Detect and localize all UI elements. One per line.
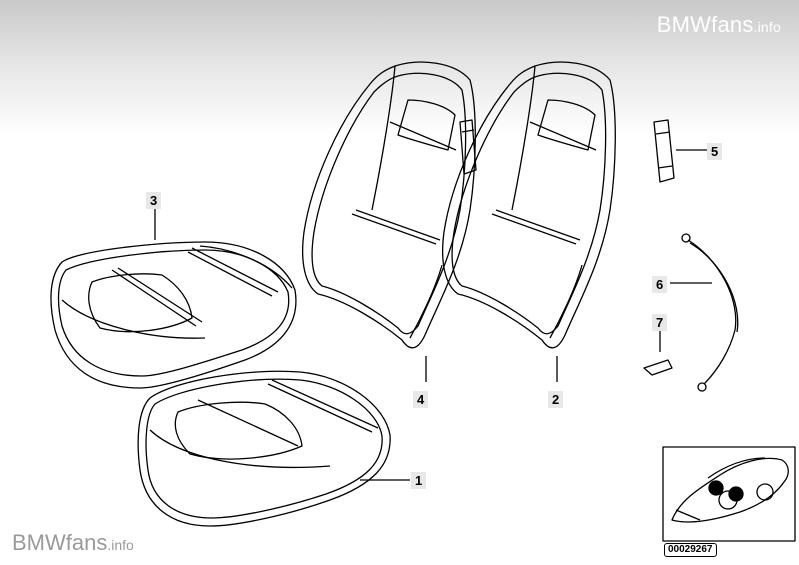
- watermark-bottom: BMWfans.info: [12, 530, 134, 556]
- seat-cushion-cover-drawing: [50, 241, 297, 389]
- watermark-top-brand: BMWfans: [656, 12, 754, 37]
- callout-6: 6: [652, 276, 668, 293]
- watermark-bottom-suffix: .info: [107, 537, 134, 553]
- callout-5: 5: [707, 143, 723, 160]
- clip-drawing-7: [643, 359, 673, 376]
- leader-lines: [154, 149, 712, 481]
- callout-1: 1: [411, 472, 427, 489]
- header-gradient: [0, 0, 799, 135]
- callout-7: 7: [652, 314, 668, 331]
- car-locator-inset: [662, 446, 796, 542]
- callout-3: 3: [146, 192, 162, 209]
- watermark-bottom-brand: BMWfans: [12, 530, 108, 555]
- cable-drawing-6: [681, 233, 739, 392]
- watermark-top: BMWfans.info: [657, 12, 781, 38]
- diagram-number: 00029267: [664, 543, 717, 557]
- seat-cushion-drawing: [137, 370, 391, 527]
- callout-2: 2: [548, 391, 564, 408]
- backrest-drawing-2: [442, 61, 616, 349]
- watermark-top-suffix: .info: [753, 19, 781, 35]
- callout-4: 4: [413, 391, 429, 408]
- clip-drawing-5: [653, 119, 675, 183]
- backrest-drawing-4: [302, 61, 477, 349]
